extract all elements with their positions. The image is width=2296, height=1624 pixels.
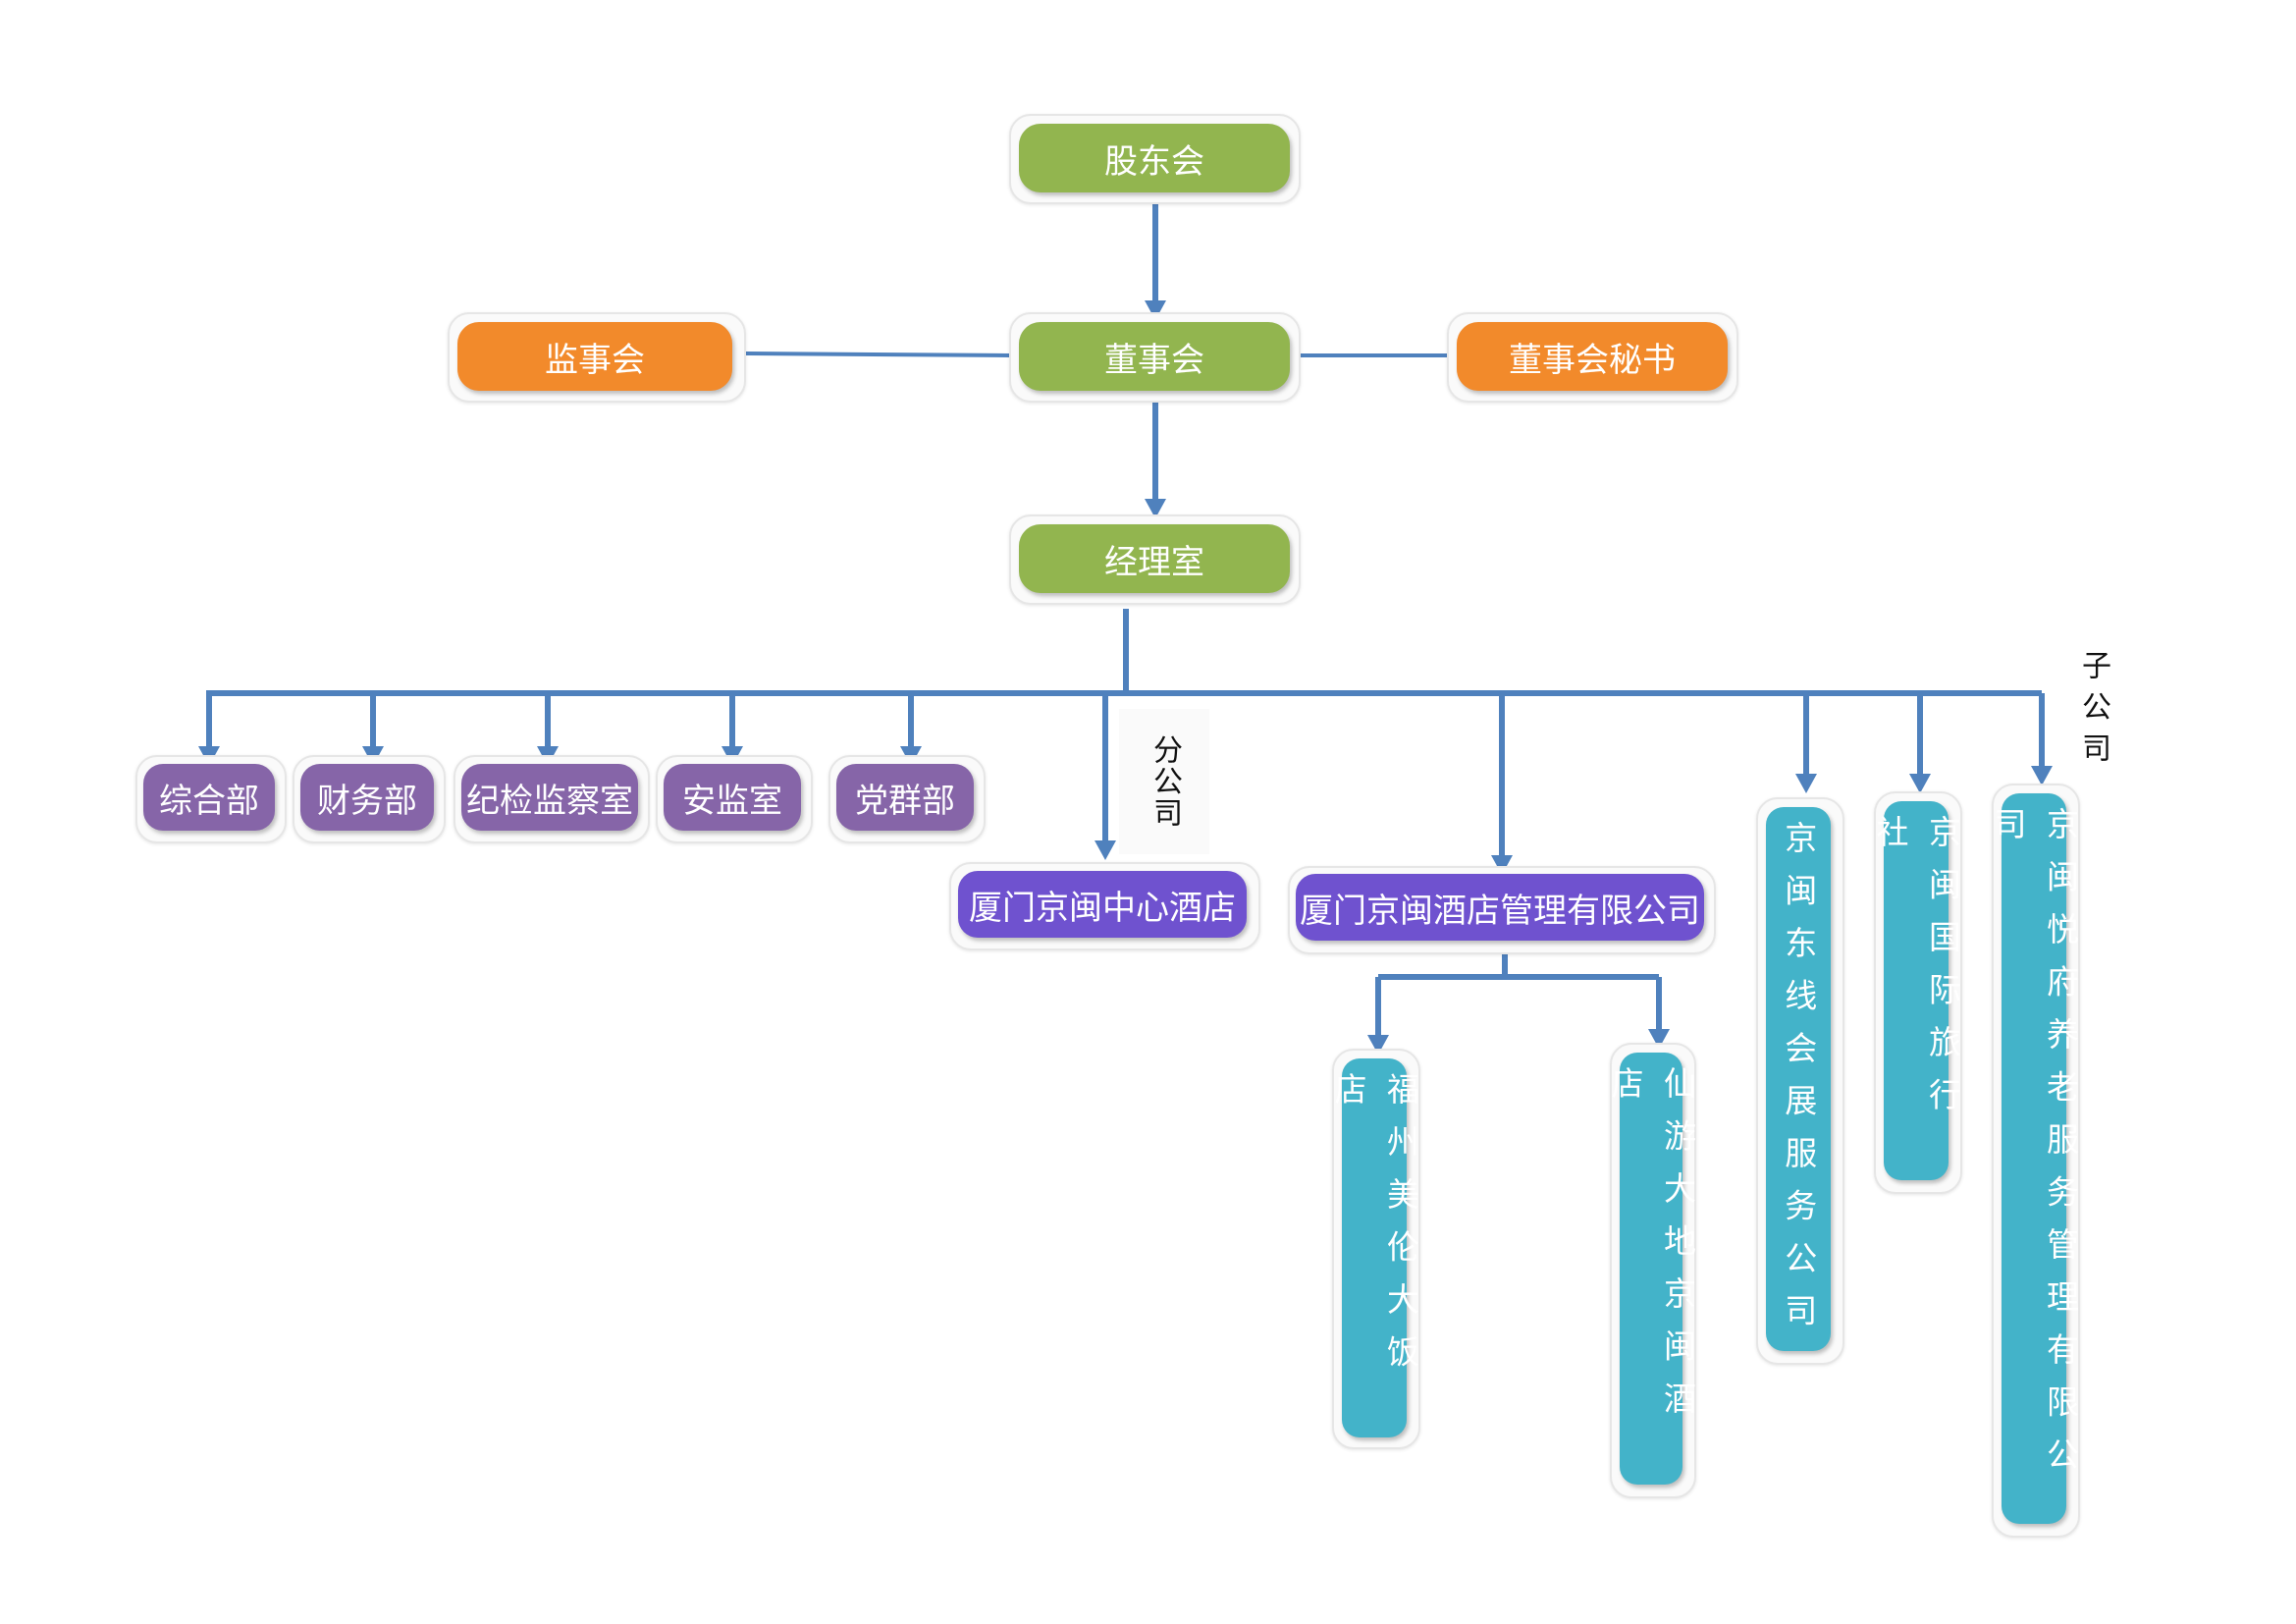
- department-label: 纪检监察室: [466, 781, 633, 821]
- branch-hotel-node[interactable]: 厦门京闽中心酒店: [958, 871, 1247, 938]
- link-board-supervisors: [745, 352, 1011, 357]
- branch-label: 分公司: [1119, 709, 1209, 854]
- hotel-fuzhou-node[interactable]: 福州美伦大饭店: [1329, 1058, 1420, 1437]
- subsidiary-exhibition-node[interactable]: 京闽东线会展服务公司: [1766, 807, 1831, 1351]
- department-label: 安监室: [682, 781, 782, 821]
- board-secretary-label: 董事会秘书: [1509, 340, 1676, 380]
- shareholders-node[interactable]: 股东会: [1019, 124, 1290, 192]
- department-party[interactable]: 党群部: [836, 764, 974, 831]
- department-label: 党群部: [855, 781, 955, 821]
- department-label: 综合部: [159, 781, 259, 821]
- supervisors-node[interactable]: 监事会: [457, 322, 732, 391]
- board-node[interactable]: 董事会: [1019, 322, 1290, 391]
- vertical-node-label: 京闽东线会展服务公司: [1779, 821, 1818, 1346]
- subsidiary-category-label: 子公司: [2076, 650, 2110, 774]
- supervisors-label: 监事会: [545, 340, 645, 380]
- department-general[interactable]: 综合部: [143, 764, 275, 831]
- manager-office-node[interactable]: 经理室: [1019, 524, 1290, 593]
- department-discipline[interactable]: 纪检监察室: [461, 764, 638, 831]
- branch-hotel-label: 厦门京闽中心酒店: [969, 888, 1236, 928]
- vertical-node-label: 京闽悦府养老服务管理有限公司: [1989, 807, 2080, 1490]
- vertical-node-label: 福州美伦大饭店: [1329, 1072, 1420, 1387]
- department-label: 财务部: [317, 781, 417, 821]
- subsidiary-elderly-care-node[interactable]: 京闽悦府养老服务管理有限公司: [1989, 793, 2080, 1524]
- vertical-node-label: 京闽国际旅行社: [1871, 815, 1962, 1130]
- department-finance[interactable]: 财务部: [300, 764, 434, 831]
- subsidiary-label: 子公司: [2071, 638, 2114, 785]
- shareholders-label: 股东会: [1104, 141, 1204, 182]
- hotel-management-label: 厦门京闽酒店管理有限公司: [1300, 891, 1700, 931]
- manager-office-label: 经理室: [1104, 542, 1204, 582]
- hotel-xianyou-node[interactable]: 仙游大地京闽酒店: [1606, 1053, 1697, 1485]
- vertical-node-label: 仙游大地京闽酒店: [1606, 1066, 1697, 1435]
- board-label: 董事会: [1104, 340, 1204, 380]
- subsidiary-travel-node[interactable]: 京闽国际旅行社: [1871, 801, 1962, 1180]
- branch-category-label: 分公司: [1148, 734, 1182, 829]
- board-secretary-node[interactable]: 董事会秘书: [1457, 322, 1728, 391]
- department-safety[interactable]: 安监室: [664, 764, 801, 831]
- hotel-management-node[interactable]: 厦门京闽酒店管理有限公司: [1296, 874, 1704, 941]
